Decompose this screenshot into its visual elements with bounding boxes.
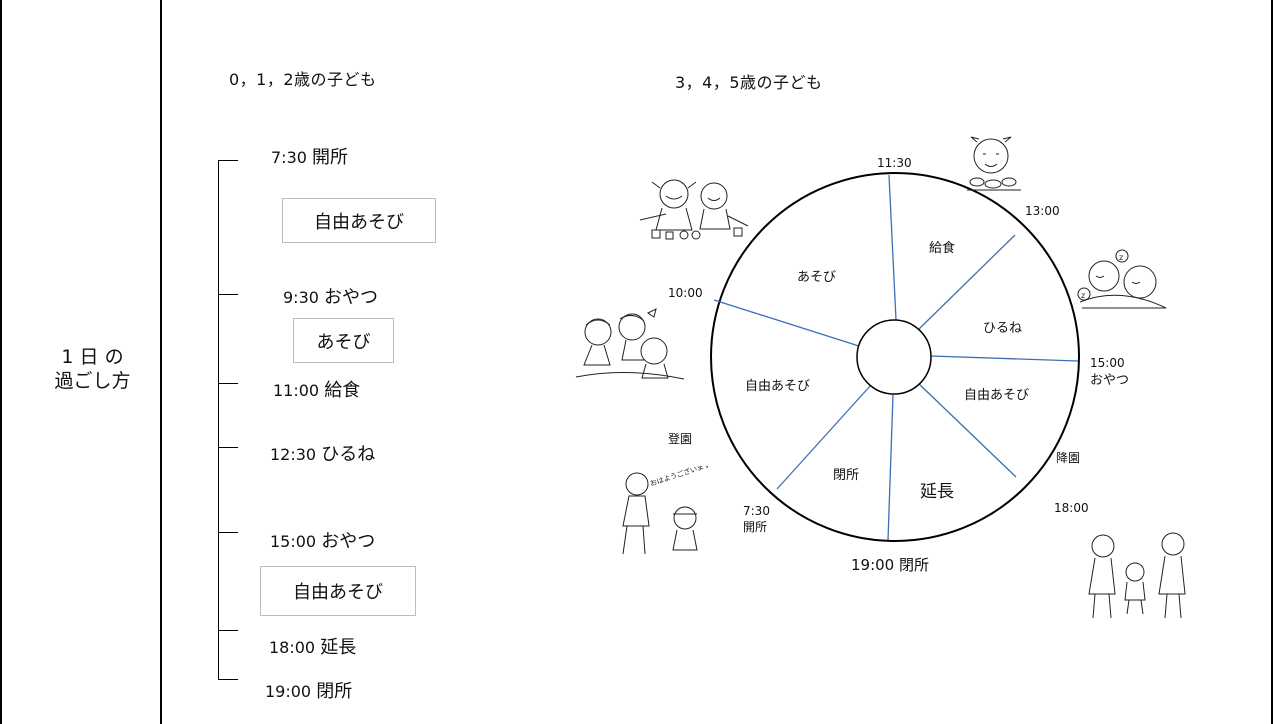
timeline-item: 15:00 おやつ — [270, 527, 375, 553]
wheel-time-label: 19:00 閉所 — [851, 556, 929, 574]
timeline-time: 7:30 — [271, 148, 307, 167]
svg-text:z: z — [1081, 291, 1085, 300]
wheel-outer-ring — [710, 172, 1080, 542]
wheel-segment-label: あそび — [797, 270, 836, 285]
wheel-center-circle — [856, 319, 932, 395]
timeline-activity: おやつ — [321, 531, 376, 552]
timeline-tick — [219, 630, 238, 631]
border-right — [1271, 0, 1273, 724]
timeline-item: 11:00 給食 — [273, 376, 360, 402]
greeting-speech-text: おはようございます！ — [649, 466, 715, 488]
wheel-time-label: 降園 — [1056, 451, 1080, 465]
timeline-box: 自由あそび — [260, 566, 416, 616]
timeline-activity: 閉所 — [316, 681, 353, 702]
wheel-time-label: 11:30 — [877, 156, 912, 170]
timeline-time: 9:30 — [283, 288, 319, 307]
timeline-tick — [219, 383, 238, 384]
wheel-segment-label: 自由あそび — [745, 379, 810, 394]
timeline-activity: 延長 — [320, 637, 357, 658]
timeline-box: 自由あそび — [282, 198, 436, 243]
border-left — [0, 0, 2, 724]
timeline-tick — [219, 679, 238, 680]
timeline-item: 12:30 ひるね — [270, 440, 375, 466]
row-label-line-2: 過ごし方 — [54, 370, 131, 392]
timeline-time: 15:00 — [270, 532, 317, 551]
wheel-segment-label: 延長 — [920, 482, 954, 502]
wheel-time-label: 18:00 — [1054, 501, 1089, 515]
wheel-time-label: 登園 — [668, 431, 692, 446]
wheel-divider — [713, 299, 863, 348]
children-playing-blocks-illustration — [639, 179, 749, 240]
timeline-item: 7:30 開所 — [271, 143, 348, 169]
wheel-divider — [917, 234, 1016, 331]
children-sleeping-illustration: z z — [1077, 249, 1167, 309]
timeline-time: 18:00 — [269, 638, 316, 657]
older-children-heading: 3，4，5歳の子ども — [675, 73, 823, 92]
wheel-time-label: 13:00 — [1025, 204, 1060, 218]
wheel-time-label: 開所 — [743, 520, 767, 534]
wheel-time-label: おやつ — [1090, 373, 1129, 388]
wheel-segment-label: 自由あそび — [964, 388, 1029, 403]
wheel-segment-label: 給食 — [929, 240, 955, 256]
timeline-activity: 給食 — [324, 380, 361, 401]
wheel-time-label: 10:00 — [668, 286, 703, 300]
timeline-bracket — [218, 160, 219, 680]
wheel-time-label: 15:00 — [1090, 356, 1125, 370]
timeline-item: 19:00 閉所 — [265, 677, 352, 703]
timeline-time: 11:00 — [273, 381, 320, 400]
wheel-divider — [930, 355, 1079, 362]
row-label: 1 日 の 過ごし方 — [40, 345, 145, 393]
wheel-divider — [888, 174, 897, 321]
timeline-tick — [219, 532, 238, 533]
timeline-tick — [219, 447, 238, 448]
row-label-line-1: 1 日 の — [61, 346, 124, 368]
timeline-activity: 開所 — [312, 147, 349, 168]
child-eating-lunch-illustration — [967, 136, 1021, 191]
timeline-item: 18:00 延長 — [269, 633, 356, 659]
wheel-divider — [887, 394, 894, 541]
children-playing-sand-illustration — [575, 308, 685, 380]
wheel-segment-label: ひるね — [983, 321, 1022, 336]
border-divider — [160, 0, 162, 724]
timeline-box: あそび — [293, 318, 394, 363]
wheel-segment-label: 閉所 — [833, 468, 859, 483]
timeline-item: 9:30 おやつ — [283, 283, 378, 309]
wheel-dividers — [713, 174, 1079, 541]
svg-text:z: z — [1119, 253, 1123, 262]
timeline-tick — [219, 294, 238, 295]
wheel-time-label: 7:30 — [743, 504, 770, 518]
timeline-tick — [219, 160, 238, 161]
parent-picking-up-child-illustration — [1088, 532, 1186, 619]
child-greeting-parent-illustration: おはようございます！ — [622, 466, 715, 555]
timeline-activity: ひるね — [321, 444, 376, 465]
timeline-activity: おやつ — [324, 287, 379, 308]
wheel-divider — [917, 382, 1017, 478]
wheel-divider — [776, 384, 872, 490]
young-children-heading: 0，1，2歳の子ども — [229, 70, 377, 89]
timeline-time: 19:00 — [265, 682, 312, 701]
timeline-time: 12:30 — [270, 445, 317, 464]
